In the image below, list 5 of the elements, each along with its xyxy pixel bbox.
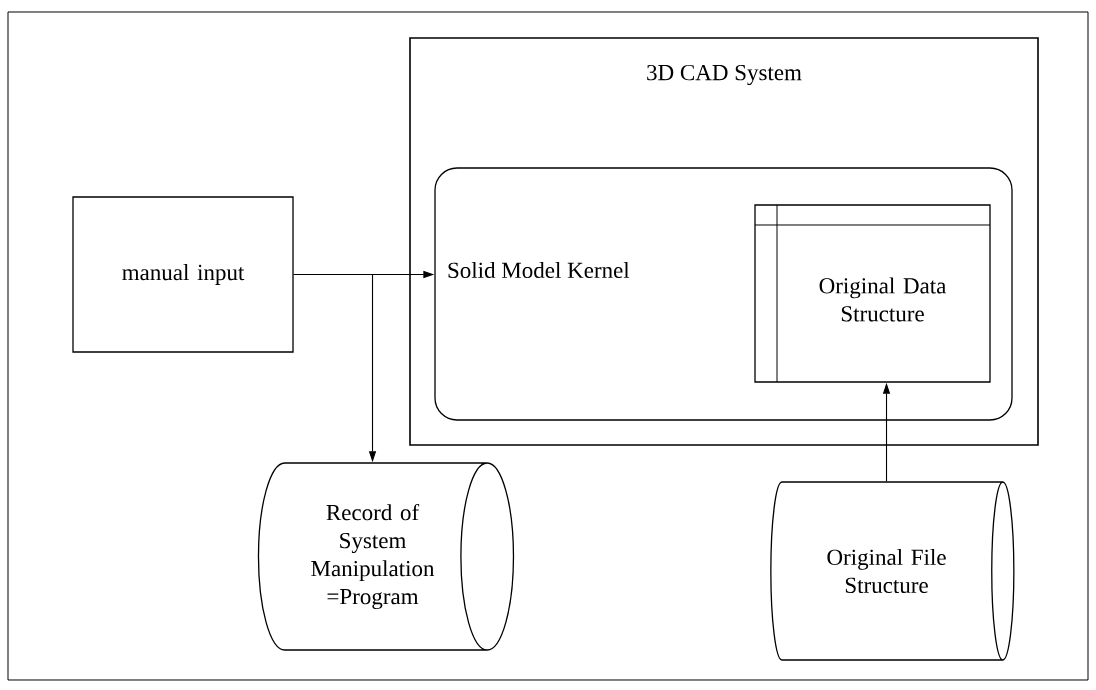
input-box: manual input: [72, 196, 294, 353]
storage-cylinder: Original File Structure: [770, 481, 1015, 661]
storage-cylinder: Record of System Manipulation =Program: [257, 462, 515, 651]
data-structure-table: Original Data Structure: [754, 204, 991, 383]
frame-title: 3D CAD System: [647, 64, 802, 86]
